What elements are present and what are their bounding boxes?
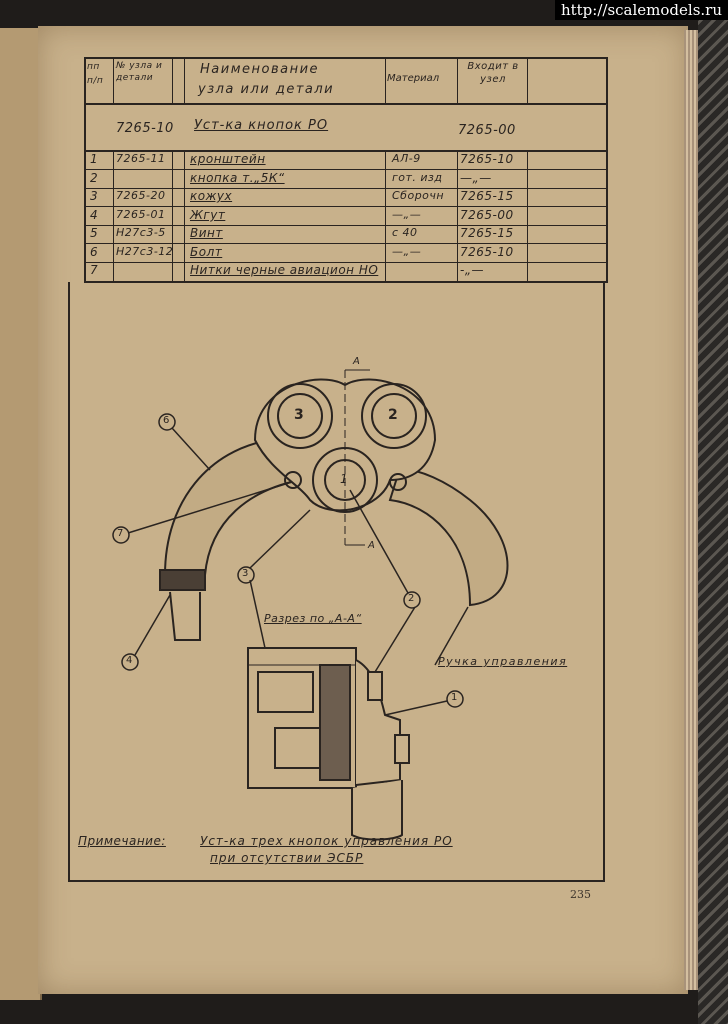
background-cloth	[698, 0, 728, 1024]
row-num: 7	[90, 263, 99, 277]
page-stack-edge	[684, 30, 698, 990]
row-name: Нитки черные авиацион НО	[190, 263, 379, 277]
row-num: 3	[90, 189, 99, 203]
row-in-unit: 7265-10	[460, 245, 514, 259]
handle-label: Ручка управления	[438, 655, 568, 668]
callout-7: 4	[126, 655, 133, 666]
frame-left	[68, 282, 70, 882]
row-name: кожух	[190, 189, 233, 203]
callout-6: 7	[117, 528, 124, 539]
row-name: Жгут	[190, 208, 226, 222]
button-number-2: 2	[388, 407, 399, 423]
watermark: http://scalemodels.ru	[554, 0, 728, 20]
assembly-name: Уст-ка кнопок РО	[194, 118, 329, 133]
row-in-unit: 7265-00	[460, 208, 514, 222]
row-in-unit: —„—	[460, 171, 492, 185]
header-part-no: № узла и детали	[116, 61, 163, 83]
button-number-1: 1	[340, 472, 349, 486]
row-num: 1	[90, 152, 99, 166]
header-name-line1: Наименование	[200, 62, 320, 77]
callout-1: 1	[451, 692, 458, 703]
frame-right	[603, 282, 605, 882]
section-view	[247, 647, 410, 841]
callout-4: 6	[163, 415, 170, 426]
button-number-3: 3	[294, 407, 305, 423]
page-number: 235	[570, 888, 591, 901]
row-part-no: 7265-11	[116, 152, 166, 165]
row-num: 5	[90, 226, 99, 240]
row-num: 6	[90, 245, 99, 259]
row-name: кронштейн	[190, 152, 266, 166]
callout-2: 2	[408, 593, 415, 604]
row-in-unit: 7265-10	[460, 152, 514, 166]
row-name: Винт	[190, 226, 223, 240]
row-material: —„—	[392, 208, 422, 221]
row-part-no: 7265-20	[116, 189, 166, 202]
note-line1: Уст-ка трех кнопок управления РО	[200, 834, 453, 848]
header-material: Материал	[387, 73, 440, 84]
section-label: Разрез по „А-А“	[264, 612, 362, 625]
row-material: с 40	[392, 226, 418, 239]
row-material: гот. изд	[392, 171, 443, 184]
section-mark-bottom: А	[368, 540, 376, 551]
callout-3: 3	[242, 568, 249, 579]
row-in-unit: -„—	[460, 263, 485, 277]
row-in-unit: 7265-15	[460, 226, 514, 240]
note-line2: при отсутствии ЭСБР	[210, 851, 364, 865]
row-in-unit: 7265-15	[460, 189, 514, 203]
section-mark-top: А	[353, 356, 361, 367]
row-name: Болт	[190, 245, 223, 259]
callouts	[112, 413, 469, 716]
row-num: 4	[90, 208, 99, 222]
header-in-unit: Входит в узел	[467, 61, 519, 85]
row-num: 2	[90, 171, 99, 185]
frame-bottom	[68, 880, 605, 882]
header-name-line2: узла или детали	[198, 82, 335, 97]
header-num: пп п/п	[87, 62, 104, 86]
row-material: Сборочн	[392, 189, 445, 202]
top-view	[159, 369, 509, 641]
note-label: Примечание:	[78, 834, 166, 848]
row-part-no: 7265-01	[116, 208, 166, 221]
row-name: кнопка т.„5К“	[190, 171, 285, 185]
assembly-in-unit: 7265-00	[458, 123, 516, 138]
row-material: —„—	[392, 245, 422, 258]
row-part-no: Н27с3-5	[116, 226, 166, 239]
row-part-no: Н27с3-12	[116, 245, 174, 258]
row-material: АЛ-9	[392, 152, 421, 165]
assembly-part-no: 7265-10	[116, 121, 174, 136]
